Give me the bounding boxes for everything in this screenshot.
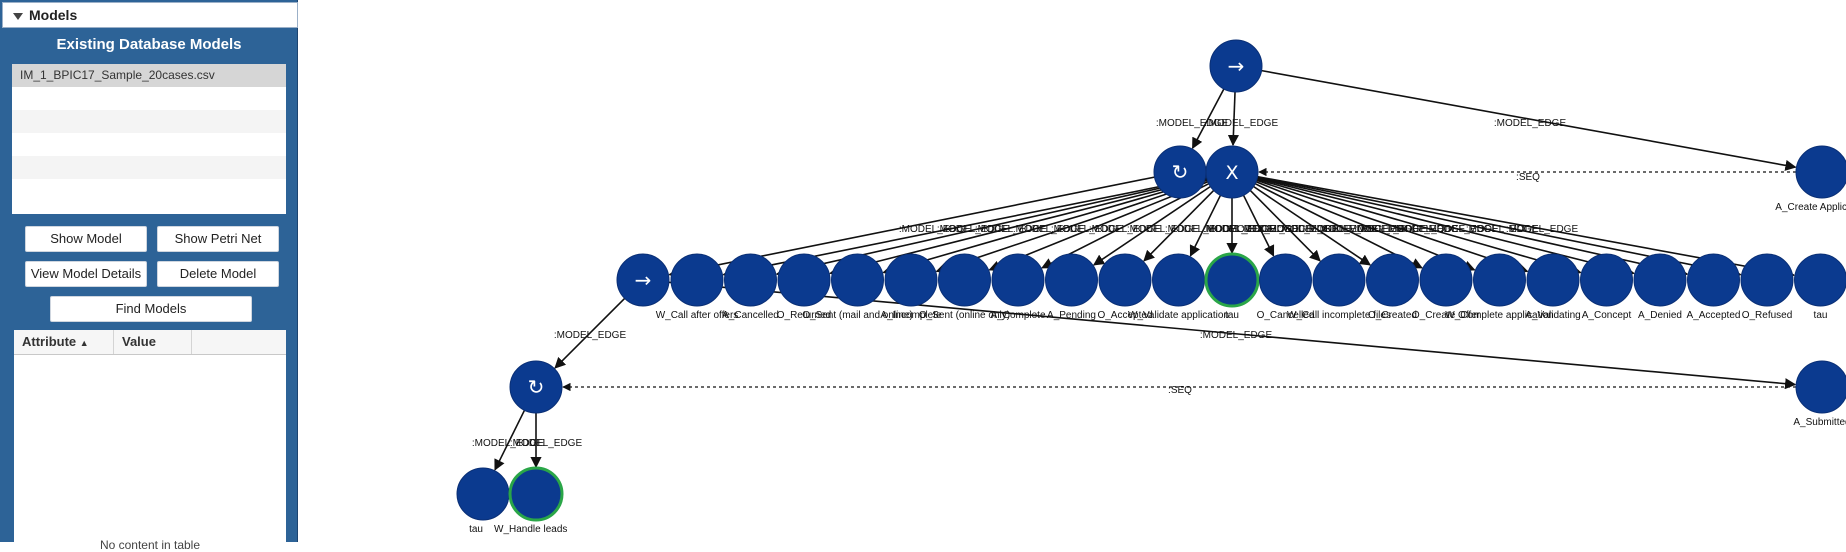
- activity-label: A_Accepted: [1687, 310, 1741, 321]
- xor-operator-symbol: X: [1225, 162, 1238, 184]
- model-list-item[interactable]: [12, 133, 286, 156]
- activity-label: A_Validating: [1525, 310, 1580, 321]
- activity-node[interactable]: [939, 254, 991, 306]
- activity-node[interactable]: [1153, 254, 1205, 306]
- seq-edge-label: :SEQ: [1516, 172, 1540, 183]
- activity-node[interactable]: [1581, 254, 1633, 306]
- model-edge-label: :MODEL_EDGE: [554, 330, 627, 341]
- activity-label: O_Refused: [1742, 310, 1793, 321]
- show-model-button[interactable]: Show Model: [25, 226, 147, 252]
- sequence-operator-root-symbol: →: [1228, 54, 1245, 78]
- delete-model-button[interactable]: Delete Model: [157, 261, 279, 287]
- activity-node[interactable]: [671, 254, 723, 306]
- activity-label: A_Submitted: [1793, 417, 1846, 428]
- activity-node[interactable]: [1796, 361, 1846, 413]
- activity-label: A_Complete: [990, 310, 1045, 321]
- activity-node[interactable]: [510, 468, 562, 520]
- activity-label: tau: [1225, 310, 1239, 321]
- model-list-item[interactable]: [12, 156, 286, 179]
- activity-node[interactable]: [1099, 254, 1151, 306]
- sequence-operator-symbol: →: [635, 268, 652, 292]
- process-tree-graph[interactable]: → ↻ X → ↻ :MODEL_EDGE :MODEL_EDGE :MODEL_EDGE:…: [300, 0, 1846, 542]
- attribute-table[interactable]: Attribute ▲ Value No content in table: [14, 330, 286, 542]
- activity-label: A_Cancelled: [722, 310, 779, 321]
- attribute-table-header: Attribute ▲ Value: [14, 330, 286, 355]
- model-list[interactable]: IM_1_BPIC17_Sample_20cases.csv: [12, 64, 286, 214]
- activity-node[interactable]: [992, 254, 1044, 306]
- activity-label: A_Pending: [1047, 310, 1096, 321]
- activity-node[interactable]: [1474, 254, 1526, 306]
- model-edge-label: :MODEL_EDGE: [1200, 330, 1273, 341]
- activity-label: O_Created: [1368, 310, 1417, 321]
- view-model-details-button[interactable]: View Model Details: [25, 261, 147, 287]
- column-header-value[interactable]: Value: [114, 330, 192, 354]
- loop-operator-symbol: ↻: [1172, 160, 1189, 184]
- activity-node[interactable]: [1420, 254, 1472, 306]
- model-edge-label: :MODEL_EDGE: [1206, 118, 1279, 129]
- activity-node[interactable]: [1741, 254, 1793, 306]
- activity-label: W_Handle leads: [494, 524, 567, 535]
- activity-node[interactable]: [1313, 254, 1365, 306]
- empty-table-placeholder: No content in table: [14, 538, 286, 552]
- activity-label: A_Concept: [1582, 310, 1632, 321]
- show-petri-net-button[interactable]: Show Petri Net: [157, 226, 279, 252]
- activity-label: tau: [469, 524, 483, 535]
- model-list-item[interactable]: [12, 179, 286, 202]
- activity-node[interactable]: [778, 254, 830, 306]
- column-header-attribute[interactable]: Attribute ▲: [14, 330, 114, 354]
- activity-node[interactable]: [1527, 254, 1579, 306]
- activity-label: tau: [1814, 310, 1828, 321]
- activity-node[interactable]: [1367, 254, 1419, 306]
- find-models-button[interactable]: Find Models: [50, 296, 252, 322]
- model-edge-label: :MODEL_EDGE: [1494, 118, 1567, 129]
- activity-label: W_Validate application: [1128, 310, 1229, 321]
- model-edge-label: :MODEL_EDGE: [1506, 224, 1579, 235]
- activity-label: A_Create Application: [1775, 202, 1846, 213]
- activity-node[interactable]: [1634, 254, 1686, 306]
- activity-node[interactable]: [832, 254, 884, 306]
- activity-node[interactable]: [457, 468, 509, 520]
- models-sidebar: Models Existing Database Models IM_1_BPI…: [0, 0, 298, 542]
- graph-nodes: → ↻ X → ↻: [457, 40, 1846, 520]
- collapse-triangle-icon[interactable]: [13, 13, 23, 20]
- activity-node[interactable]: [1046, 254, 1098, 306]
- model-list-item[interactable]: IM_1_BPIC17_Sample_20cases.csv: [12, 64, 286, 87]
- activity-node[interactable]: [1796, 146, 1846, 198]
- activity-node[interactable]: [1260, 254, 1312, 306]
- loop-operator-symbol: ↻: [528, 375, 545, 399]
- activity-node[interactable]: [1688, 254, 1740, 306]
- activity-node[interactable]: [885, 254, 937, 306]
- seq-edge-label: :SEQ: [1168, 385, 1192, 396]
- model-list-item[interactable]: [12, 110, 286, 133]
- activity-node[interactable]: [1206, 254, 1258, 306]
- models-section-title: Models: [29, 7, 77, 23]
- existing-models-title: Existing Database Models: [0, 36, 298, 53]
- activity-label: A_Denied: [1638, 310, 1682, 321]
- activity-node[interactable]: [725, 254, 777, 306]
- sort-ascending-icon: ▲: [80, 338, 89, 348]
- model-edge-label: :MODEL_EDGE: [510, 438, 583, 449]
- activity-node[interactable]: [1795, 254, 1846, 306]
- models-section-header[interactable]: Models: [2, 2, 298, 28]
- model-list-item[interactable]: [12, 87, 286, 110]
